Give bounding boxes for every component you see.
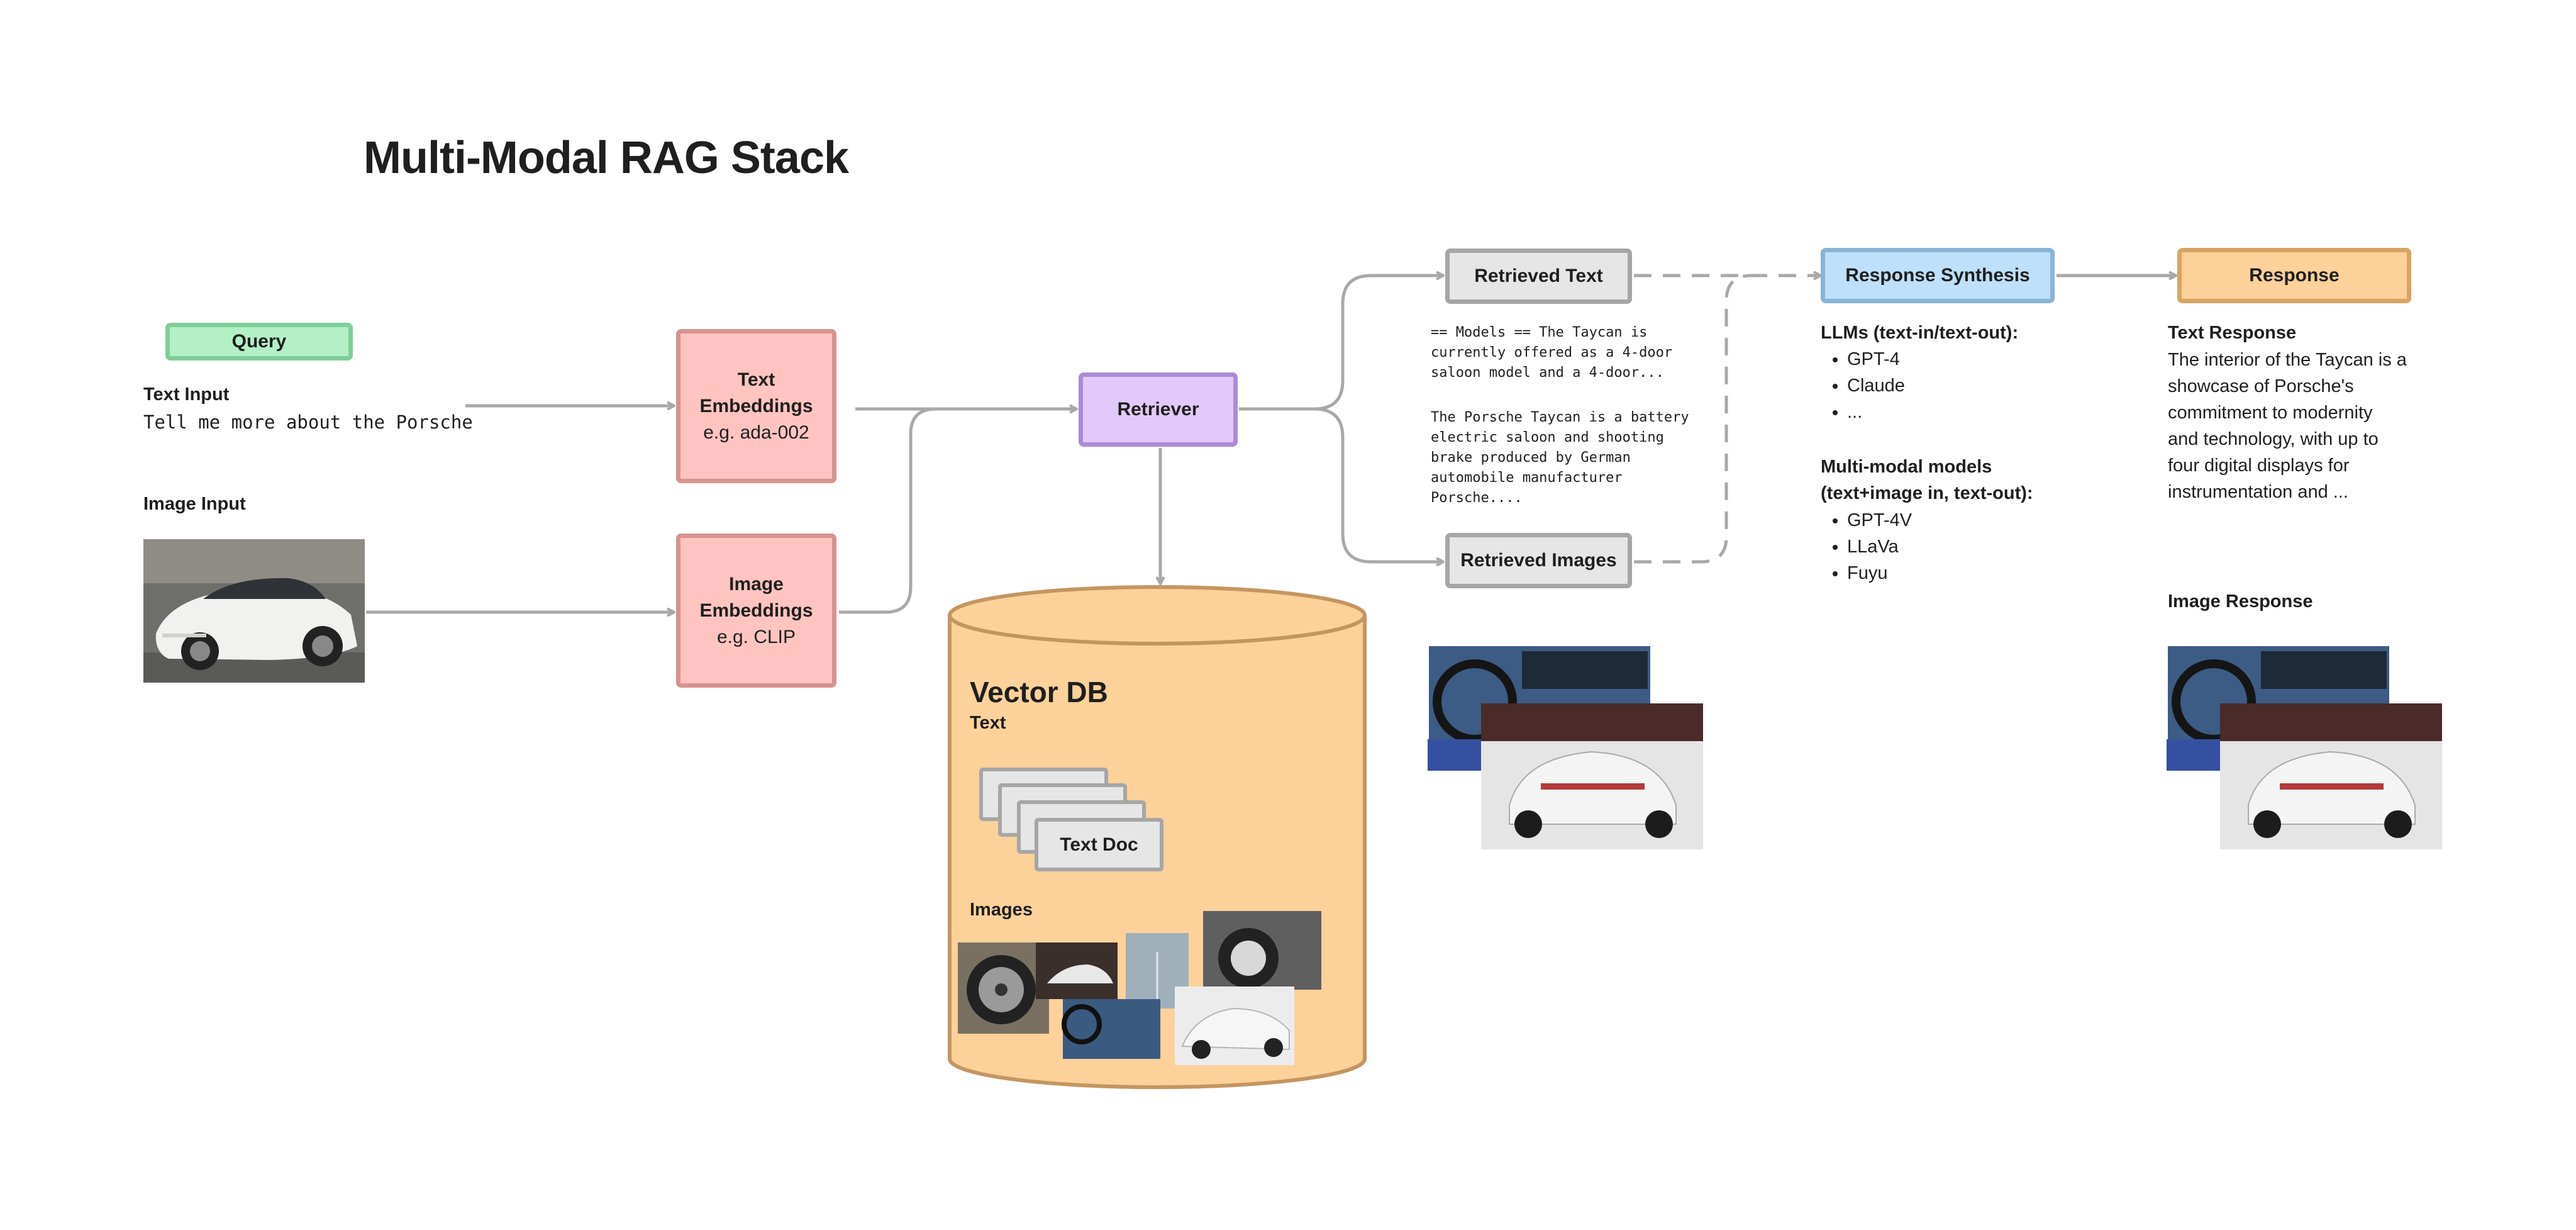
image-embeddings-box: Image Embeddings e.g. CLIP (676, 534, 836, 688)
vector-db-image-collage (958, 911, 1321, 1065)
vector-db-text-label: Text (970, 713, 1006, 733)
retrieved-text-snippet-1: == Models == The Taycan is currently off… (1431, 323, 1672, 383)
retriever-box: Retriever (1079, 372, 1238, 447)
retrieved-images-label: Retrieved Images (1460, 550, 1617, 571)
retrieved-text-label: Retrieved Text (1474, 266, 1603, 286)
retrieved-text-snippet-2: The Porsche Taycan is a battery electric… (1431, 408, 1689, 508)
retriever-label: Retriever (1117, 399, 1199, 420)
image-embeddings-model: e.g. CLIP (716, 626, 796, 647)
response-box: Response (2177, 248, 2411, 303)
car-rear-photo (1036, 942, 1118, 999)
vector-db-title: Vector DB (970, 676, 1108, 708)
llm-item-more: ... (1847, 399, 1905, 425)
text-embeddings-box: Text Embeddings e.g. ada-002 (676, 329, 836, 483)
llm-list: GPT-4 Claude ... (1821, 346, 1905, 425)
llm-heading: LLMs (text-in/text-out): (1821, 323, 2019, 343)
arrow-image-embeddings-to-retriever (839, 407, 1077, 614)
wheel-photo (958, 942, 1049, 1034)
text-response-line-3: commitment to modernity (2168, 403, 2373, 423)
text-input-value: Tell me more about the Porsche (143, 411, 473, 433)
snippet-2-line-3: brake produced by German (1431, 450, 1631, 466)
text-response-line-4: and technology, with up to (2168, 429, 2379, 449)
wheel-closeup-photo (1203, 911, 1321, 990)
text-input-label: Text Input (143, 384, 230, 405)
retrieved-images-box: Retrieved Images (1445, 533, 1632, 588)
query-label: Query (231, 331, 287, 352)
mm-item-llava: LLaVa (1847, 534, 1912, 560)
snippet-1-line-1: == Models == The Taycan is (1431, 325, 1648, 340)
text-doc-label: Text Doc (1060, 834, 1138, 855)
snippet-2-line-4: automobile manufacturer (1431, 470, 1623, 486)
mm-heading-line-2: (text+image in, text-out): (1821, 483, 2033, 503)
text-embeddings-model: e.g. ada-002 (703, 422, 809, 443)
response-label: Response (2249, 265, 2340, 286)
interior-photo (1062, 999, 1160, 1059)
snippet-1-line-3: saloon model and a 4-door... (1431, 365, 1664, 381)
text-response-body: The interior of the Taycan is a showcase… (2168, 347, 2407, 505)
image-response-photos (2167, 646, 2442, 849)
image-embeddings-title-2: Embeddings (699, 600, 813, 621)
response-car-rear-photo (2220, 703, 2442, 849)
retrieved-text-box: Retrieved Text (1445, 249, 1632, 304)
mm-item-fuyu: Fuyu (1847, 560, 1912, 586)
arrow-retriever-to-retrieved-text (1239, 276, 1443, 411)
text-response-line-5: four digital displays for (2168, 456, 2350, 476)
arrow-retriever-to-retrieved-images (1314, 407, 1443, 562)
response-synthesis-label: Response Synthesis (1845, 265, 2030, 286)
mm-heading-line-1: Multi-modal models (1821, 457, 1992, 477)
retrieved-car-rear-photo (1481, 703, 1703, 849)
text-response-line-6: instrumentation and ... (2168, 482, 2348, 502)
text-response-line-2: showcase of Porsche's (2168, 376, 2354, 396)
text-embeddings-title-1: Text (737, 369, 775, 390)
image-response-label: Image Response (2168, 591, 2313, 612)
text-response-line-1: The interior of the Taycan is a (2168, 350, 2407, 370)
snippet-2-line-2: electric saloon and shooting (1431, 430, 1664, 445)
mm-model-list: GPT-4V LLaVa Fuyu (1821, 507, 1912, 586)
text-doc-card: Text Doc (1035, 818, 1163, 871)
image-input-label: Image Input (143, 494, 246, 514)
image-embeddings-title-1: Image (729, 573, 784, 595)
llm-item-claude: Claude (1847, 372, 1905, 399)
page-title: Multi-Modal RAG Stack (364, 133, 849, 183)
query-box: Query (165, 323, 353, 361)
snippet-1-line-2: currently offered as a 4-door (1431, 345, 1673, 361)
car-front-photo (1175, 987, 1294, 1065)
mm-item-gpt4v: GPT-4V (1847, 507, 1912, 534)
response-synthesis-box: Response Synthesis (1821, 248, 2055, 303)
snippet-2-line-1: The Porsche Taycan is a battery (1431, 410, 1689, 425)
image-input-porsche-photo (143, 539, 365, 683)
snippet-2-line-5: Porsche.... (1431, 490, 1523, 506)
retrieved-images-photos (1428, 646, 1703, 849)
text-response-label: Text Response (2168, 323, 2297, 343)
vector-db-images-label: Images (970, 900, 1033, 920)
text-embeddings-title-2: Embeddings (699, 395, 813, 417)
llm-item-gpt4: GPT-4 (1847, 346, 1905, 372)
